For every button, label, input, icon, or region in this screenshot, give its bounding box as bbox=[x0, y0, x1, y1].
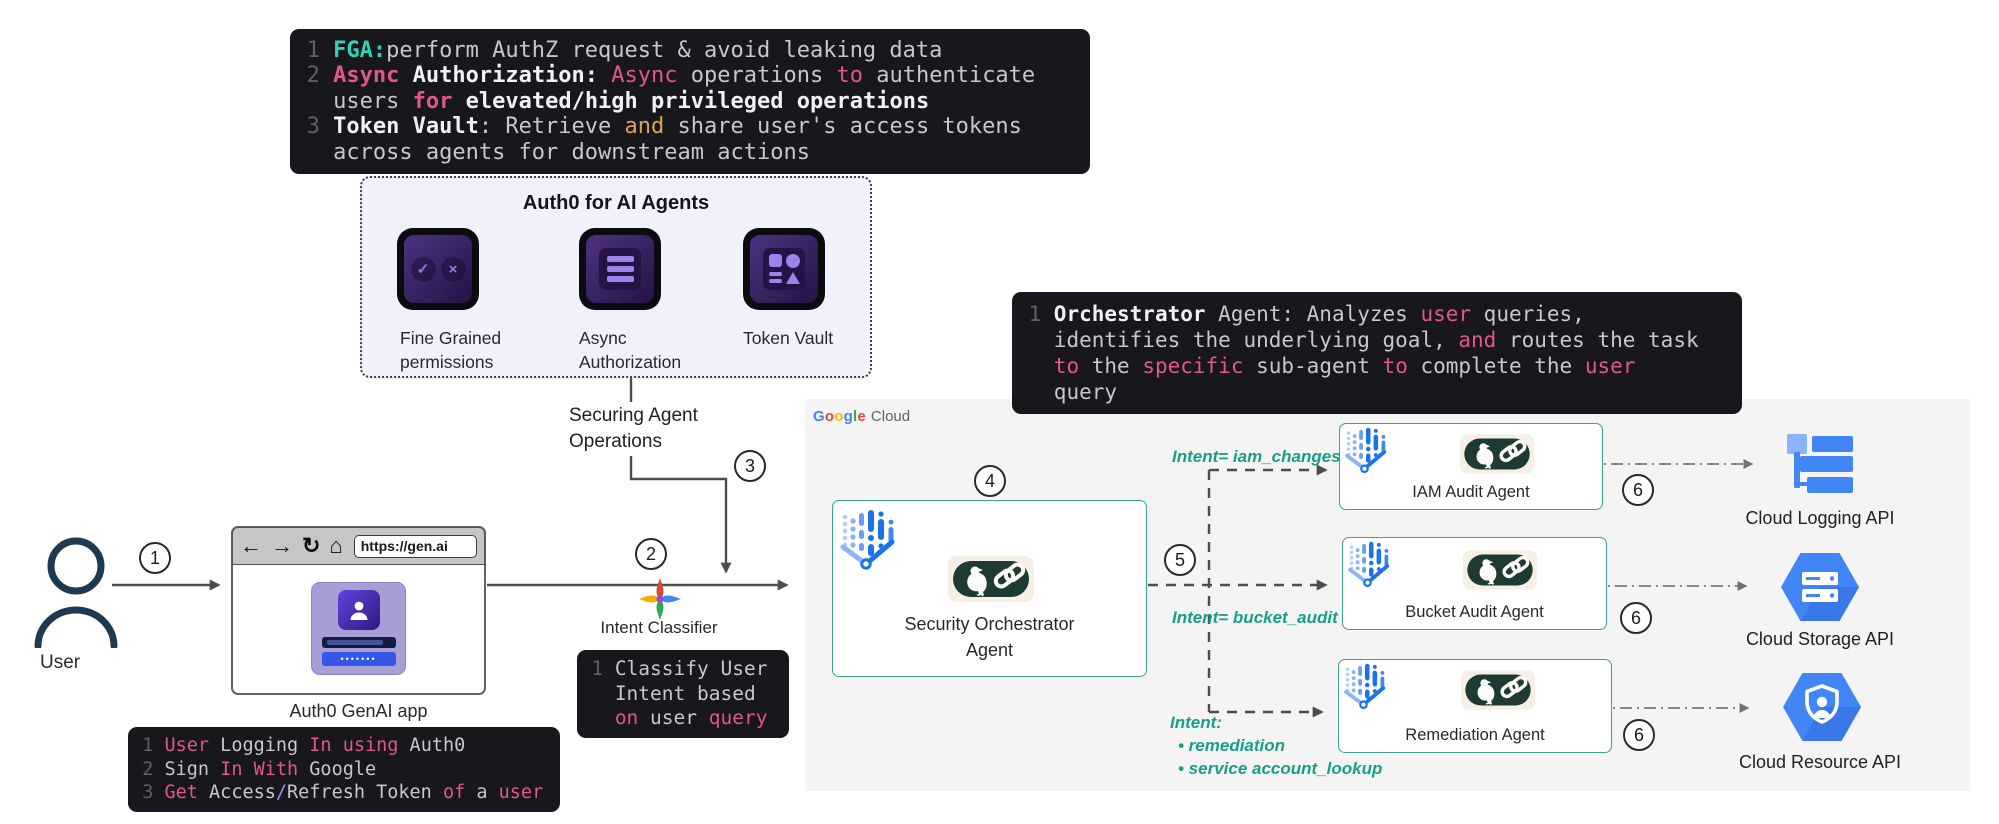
auth0-ai-agents-box: Auth0 for AI Agents ✓ × Fine Grained per… bbox=[360, 176, 872, 378]
user-icon bbox=[34, 537, 118, 648]
code-line: users for elevated/high privileged opera… bbox=[333, 88, 930, 114]
iam-audit-agent-label: IAM Audit Agent bbox=[1412, 483, 1530, 501]
async-authorization-tile bbox=[579, 228, 661, 310]
cloud-resource-icon bbox=[1783, 673, 1861, 741]
user-label: User bbox=[40, 652, 81, 673]
intent-bucket-audit-label: Intent= bucket_audit bbox=[1172, 608, 1338, 627]
step-1-badge: 1 bbox=[139, 542, 171, 574]
code-line: across agents for downstream actions bbox=[333, 139, 810, 165]
token-vault-icon bbox=[750, 235, 818, 303]
server-stack-icon bbox=[586, 235, 654, 303]
back-icon: ← bbox=[240, 533, 262, 558]
vertex-agent-icon bbox=[1345, 427, 1387, 474]
cloud-logging-api-label: Cloud Logging API bbox=[1745, 508, 1895, 528]
vertex-agent-icon bbox=[1348, 541, 1390, 588]
google-logo-letter: o bbox=[824, 408, 835, 425]
check-icon: ✓ bbox=[410, 256, 436, 282]
step-3-badge: 3 bbox=[734, 450, 766, 482]
securing-agent-operations-label: Securing Agent Operations bbox=[566, 402, 701, 456]
code-line: query bbox=[1053, 380, 1118, 404]
step-6-badge-bucket: 6 bbox=[1620, 602, 1652, 634]
security-orchestrator-label: Security Orchestrator Agent bbox=[904, 614, 1075, 660]
tile-label-token-vault: Token Vault bbox=[743, 328, 834, 348]
fine-grained-permissions-tile: ✓ × bbox=[397, 228, 479, 310]
cloud-storage-api-label: Cloud Storage API bbox=[1745, 629, 1895, 649]
token-vault-tile bbox=[743, 228, 825, 310]
forward-icon: → bbox=[271, 533, 293, 558]
username-field bbox=[321, 637, 396, 648]
cloud-resource-api-label: Cloud Resource API bbox=[1738, 752, 1902, 772]
security-orchestrator-agent-box: Security Orchestrator Agent bbox=[832, 500, 1147, 677]
google-logo-letter: G bbox=[813, 408, 825, 425]
login-card: ••••••• bbox=[311, 582, 406, 675]
cross-icon: × bbox=[440, 256, 466, 282]
google-logo-letter: o bbox=[834, 408, 844, 425]
intent-classifier-label: Intent Classifier bbox=[600, 618, 718, 637]
cloud-wordmark: Cloud bbox=[870, 408, 911, 425]
vertex-agent-icon bbox=[840, 510, 895, 570]
langchain-pill-icon bbox=[1463, 550, 1537, 590]
refresh-icon: ↻ bbox=[302, 533, 321, 558]
iam-audit-agent-box: IAM Audit Agent bbox=[1339, 423, 1603, 510]
google-cloud-logo: Google Cloud bbox=[813, 408, 910, 425]
tile-label-async-auth: Async Authorization bbox=[579, 328, 682, 372]
google-logo-letter: g bbox=[843, 408, 853, 425]
code-line: to the specific sub-agent to complete th… bbox=[1053, 354, 1636, 378]
avatar-icon bbox=[337, 590, 380, 630]
fine-grained-permissions-icon: ✓ × bbox=[404, 235, 472, 303]
home-icon: ⌂ bbox=[329, 533, 343, 558]
code-line: Intent based bbox=[614, 681, 756, 705]
step-2-badge: 2 bbox=[635, 538, 667, 570]
step-6-badge-iam: 6 bbox=[1622, 474, 1654, 506]
langchain-pill-icon bbox=[1460, 434, 1534, 474]
remediation-agent-box: Remediation Agent bbox=[1338, 659, 1612, 753]
step-6-badge-remediation: 6 bbox=[1623, 719, 1655, 751]
browser-window: ← → ↻ ⌂ https://gen.ai ••••••• bbox=[231, 526, 486, 695]
bucket-audit-agent-label: Bucket Audit Agent bbox=[1405, 603, 1544, 621]
url-bar: https://gen.ai bbox=[353, 534, 477, 558]
intent-classifier-sparkle-icon bbox=[639, 578, 681, 620]
browser-toolbar: ← → ↻ ⌂ https://gen.ai bbox=[232, 527, 485, 565]
tile-label-fine-grained: Fine Grained permissions bbox=[400, 328, 502, 372]
google-wordmark: Google bbox=[813, 408, 866, 425]
langchain-pill-icon bbox=[948, 556, 1034, 602]
vertex-agent-icon bbox=[1344, 663, 1386, 710]
auth0-box-title: Auth0 for AI Agents bbox=[522, 192, 710, 214]
langchain-pill-icon bbox=[1461, 670, 1535, 710]
step-5-badge: 5 bbox=[1164, 544, 1196, 576]
intent-remediation-label: Intent: • remediation • service account_… bbox=[1170, 713, 1383, 778]
url-text: https://gen.ai bbox=[360, 538, 448, 554]
google-logo-letter: l bbox=[853, 408, 858, 425]
step-4-badge: 4 bbox=[974, 465, 1006, 497]
code-line: on user query bbox=[614, 706, 768, 729]
cloud-logging-icon bbox=[1787, 434, 1853, 493]
google-logo-letter: e bbox=[857, 408, 866, 425]
code-line: identifies the underlying goal, and rout… bbox=[1053, 328, 1699, 352]
bucket-audit-agent-box: Bucket Audit Agent bbox=[1342, 537, 1607, 630]
cloud-storage-icon bbox=[1781, 553, 1859, 621]
password-field: ••••••• bbox=[321, 652, 396, 666]
app-label: Auth0 GenAI app bbox=[289, 701, 428, 721]
remediation-agent-label: Remediation Agent bbox=[1405, 726, 1545, 744]
intent-iam-changes-label: Intent= iam_changes bbox=[1172, 447, 1341, 466]
